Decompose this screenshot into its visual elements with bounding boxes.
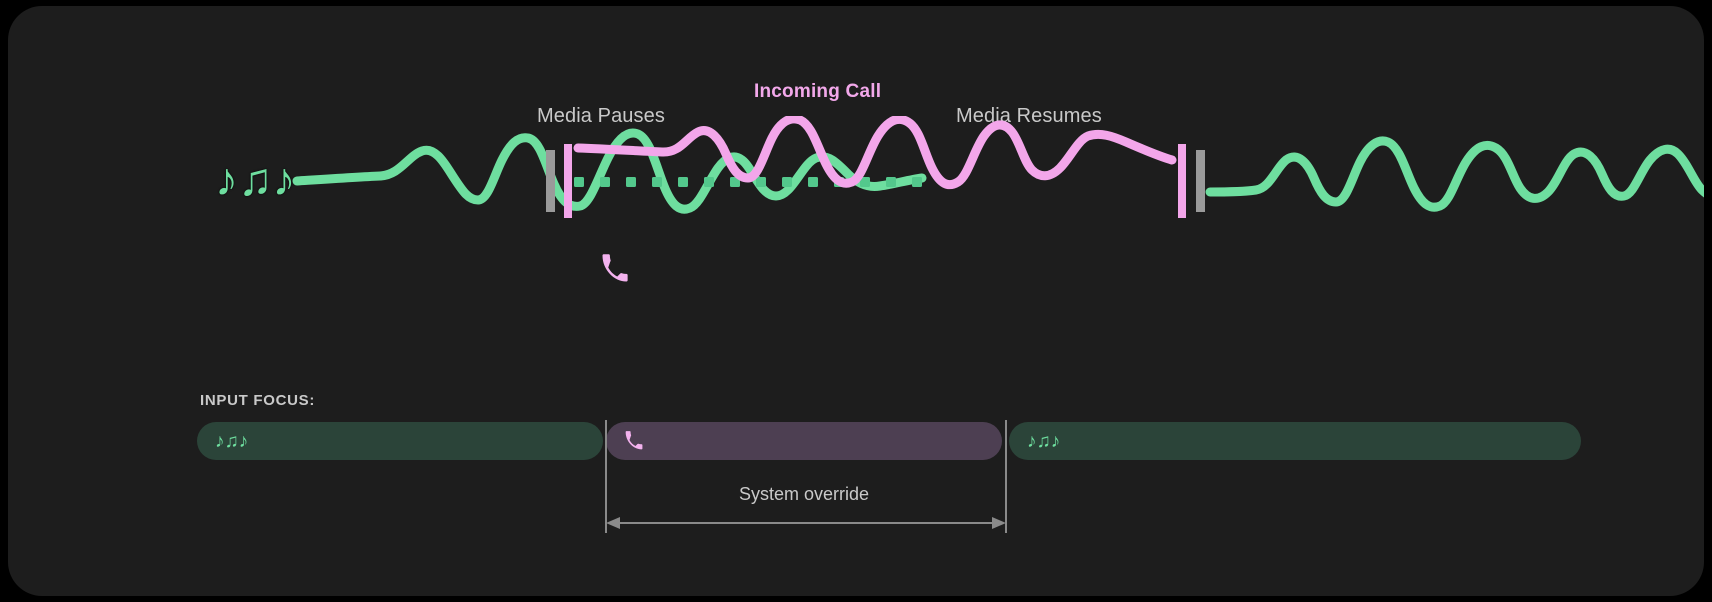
media-waveform-after	[1205, 136, 1704, 212]
focus-bar-call[interactable]	[606, 422, 1002, 460]
phone-icon	[624, 431, 644, 451]
diagram-card: Media Pauses Incoming Call Media Resumes	[8, 6, 1704, 596]
media-waveform-before	[292, 128, 927, 214]
label-media-resumes: Media Resumes	[956, 105, 1102, 127]
waveform-svg	[292, 116, 1704, 218]
pause-marker-pink	[564, 144, 572, 218]
focus-bar-media-after[interactable]: ♪♫♪	[1009, 422, 1581, 460]
input-focus-heading: INPUT FOCUS:	[200, 392, 316, 409]
override-guide-left	[605, 420, 607, 533]
resume-marker-pink	[1178, 144, 1186, 218]
phone-icon-svg	[602, 254, 628, 282]
label-incoming-call: Incoming Call	[754, 81, 882, 102]
resume-marker-gray	[1196, 150, 1205, 212]
call-waveform	[573, 116, 1177, 190]
system-override-caption: System override	[738, 484, 870, 504]
pause-marker-gray	[546, 150, 555, 212]
music-note-icon: ♪♫♪	[215, 153, 296, 205]
phone-icon-svg	[625, 431, 643, 450]
music-note-icon: ♪♫♪	[215, 430, 249, 452]
music-note-icon: ♪♫♪	[1027, 430, 1061, 452]
system-override-arrow	[606, 517, 1006, 529]
audio-timeline	[8, 116, 1704, 246]
phone-icon	[600, 254, 630, 284]
override-guide-right	[1005, 420, 1007, 533]
label-media-pauses: Media Pauses	[537, 105, 665, 127]
focus-bar-media-before[interactable]: ♪♫♪	[197, 422, 603, 460]
